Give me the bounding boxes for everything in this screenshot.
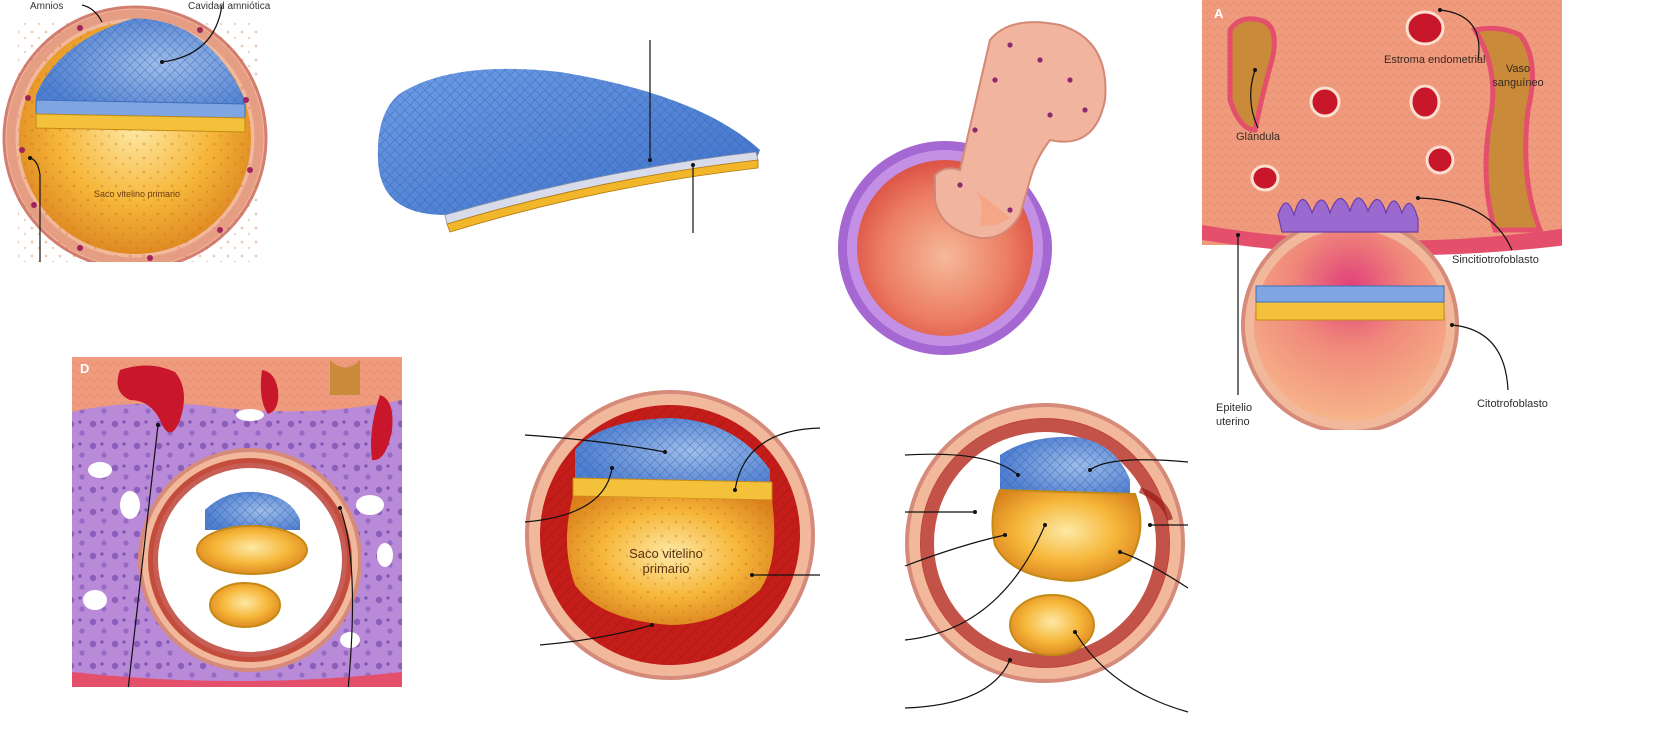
label-estroma-endometrial: Estroma endometrial [1384,54,1486,67]
label-epitelio-2: uterino [1216,416,1250,429]
chorionic-cavity-bottom-right [905,405,1188,712]
label-vaso-2: sanguíneo [1488,77,1548,90]
label-saco-vitelino-2: primario [643,561,690,576]
yolk-sac-bottom-middle [525,392,820,678]
label-amnios: Amnios [30,1,63,12]
chorionic-sac [838,22,1105,355]
label-vaso-1: Vaso [1488,63,1548,76]
label-saco-vitelino-small: Saco vitelino primario [94,189,180,199]
panel-d-implantation [72,357,402,690]
panel-a-letter: A [1214,6,1223,21]
label-epitelio-1: Epitelio [1216,402,1252,415]
label-sincitiotrofoblasto: Sincitiotrofoblasto [1452,254,1539,267]
label-glandula: Glándula [1236,131,1280,144]
label-citotrofoblasto: Citotrofoblasto [1477,398,1548,411]
label-cavidad-amniotica: Cavidad amniótica [188,1,271,12]
bilaminar-disc [378,40,760,233]
panel-d-letter: D [80,361,89,376]
label-saco-vitelino-1: Saco vitelino [629,546,703,561]
blastocyst-top-left [4,5,266,269]
